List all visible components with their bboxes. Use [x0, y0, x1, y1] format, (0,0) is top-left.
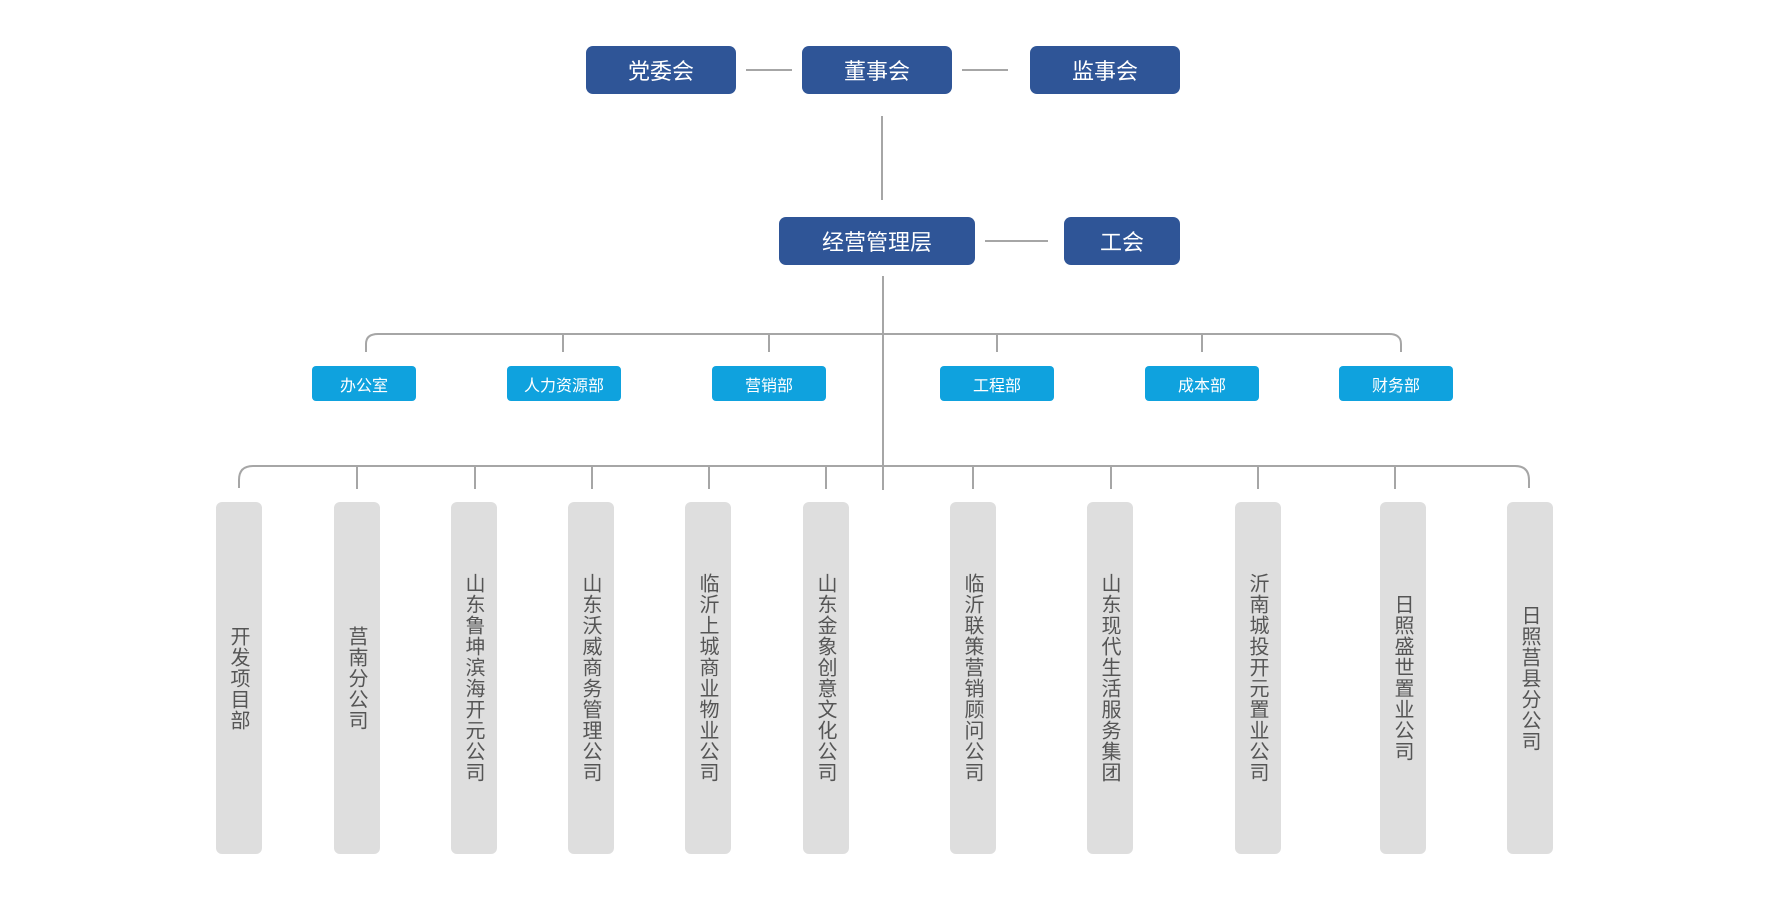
supervisors-box: 监事会: [1030, 46, 1180, 94]
department-bracket: [365, 333, 1402, 352]
subsidiary-box: 临沂上城商业物业公司: [685, 502, 731, 854]
department-box: 工程部: [940, 366, 1054, 401]
subsidiary-box: 开发项目部: [216, 502, 262, 854]
subsidiary-bracket: [238, 465, 1530, 488]
subsidiary-box: 莒南分公司: [334, 502, 380, 854]
department-box: 财务部: [1339, 366, 1453, 401]
subsidiary-box: 日照莒县分公司: [1507, 502, 1553, 854]
board-box: 董事会: [802, 46, 952, 94]
department-box: 办公室: [312, 366, 416, 401]
department-box: 营销部: [712, 366, 826, 401]
subsidiary-box: 山东金象创意文化公司: [803, 502, 849, 854]
subsidiary-box: 山东鲁坤滨海开元公司: [451, 502, 497, 854]
union-box: 工会: [1064, 217, 1180, 265]
subsidiary-box: 临沂联策营销顾问公司: [950, 502, 996, 854]
department-box: 人力资源部: [507, 366, 621, 401]
management-box: 经营管理层: [779, 217, 975, 265]
subsidiary-box: 日照盛世置业公司: [1380, 502, 1426, 854]
department-box: 成本部: [1145, 366, 1259, 401]
subsidiary-box: 山东沃威商务管理公司: [568, 502, 614, 854]
subsidiary-box: 沂南城投开元置业公司: [1235, 502, 1281, 854]
party-committee-box: 党委会: [586, 46, 736, 94]
subsidiary-box: 山东现代生活服务集团: [1087, 502, 1133, 854]
